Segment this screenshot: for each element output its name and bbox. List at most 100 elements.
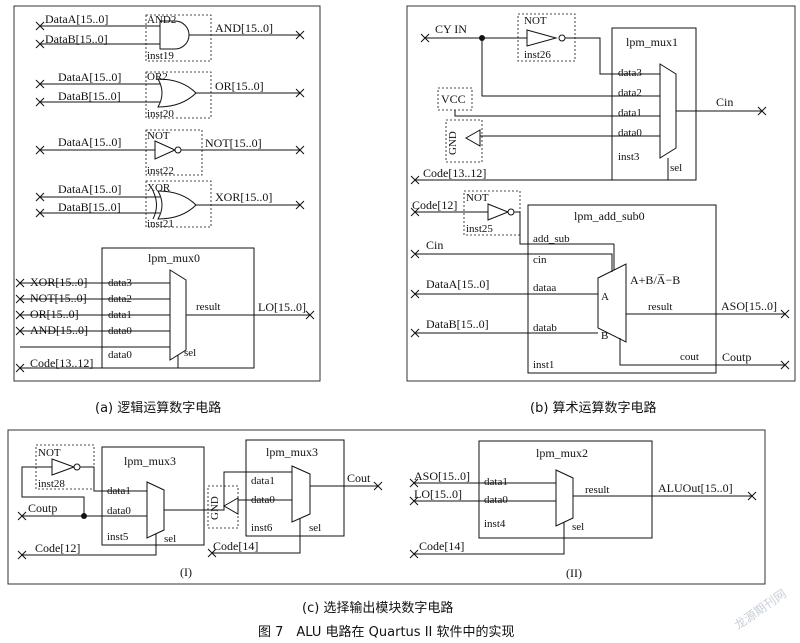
mux2-inst: inst4 (484, 518, 506, 530)
and-gate-block: DataA[15..0] DataB[15..0] AND2 inst19 AN… (40, 12, 300, 62)
mux3a-trapezoid (146, 481, 165, 539)
xor-input-a: DataA[15..0] (58, 182, 121, 196)
mux2-in-lo: LO[15..0] (414, 487, 462, 501)
mux0-port-data0: data0 (108, 325, 132, 337)
or-gate-block: DataA[15..0] DataB[15..0] OR2 inst20 OR[… (40, 70, 300, 120)
gnd-c-symbol (222, 497, 239, 515)
dataa-input: DataA[15..0] (426, 277, 489, 291)
panel-a-caption: (a) 逻辑运算数字电路 (95, 400, 221, 416)
mux1-sel: sel (670, 162, 682, 174)
coutp-input-c: Coutp (28, 501, 57, 515)
mux0-port-data1: data1 (108, 309, 132, 321)
mux2-in-aso: ASO[15..0] (414, 469, 470, 483)
vcc-label: VCC (441, 92, 466, 106)
or-output: OR[15..0] (215, 79, 264, 93)
and-input-a: DataA[15..0] (45, 12, 108, 26)
adder-result: result (648, 301, 672, 313)
and-input-b: DataB[15..0] (45, 32, 108, 46)
adder-port-dataa: dataa (533, 282, 556, 294)
coutp-junction (81, 513, 87, 519)
not-input: DataA[15..0] (58, 135, 121, 149)
panel-a-frame (13, 5, 321, 382)
gnd-c-label: GND (209, 496, 221, 520)
cout-output: Cout (347, 471, 371, 485)
and-gate-type: AND2 (147, 14, 176, 26)
sub-label-2: (II) (566, 566, 582, 580)
mux3a-inst: inst5 (107, 531, 129, 543)
gnd-b-symbol (464, 129, 481, 147)
cy-in-label: CY IN (435, 22, 467, 36)
mux3b-inst: inst6 (251, 522, 273, 534)
mux0-trapezoid (169, 269, 187, 361)
adder-cout: cout (680, 351, 699, 363)
mux0-block: lpm_mux0 XOR[15..0] NOT[15..0] OR[15..0]… (15, 247, 315, 373)
xor-input-b: DataB[15..0] (58, 200, 121, 214)
mux1-output: Cin (716, 95, 733, 109)
not25-type: NOT (466, 192, 489, 204)
mux2-trapezoid (555, 469, 574, 527)
mux0-name: lpm_mux0 (148, 251, 200, 265)
or-input-a: DataA[15..0] (58, 70, 121, 84)
panel-c-frame (7, 429, 766, 585)
mux0-in-or: OR[15..0] (30, 307, 79, 321)
mux0-sel-input: Code[13..12] (30, 356, 93, 370)
mux1-port-data0: data0 (618, 127, 642, 139)
code14-b: Code[14] (419, 539, 464, 553)
not25-symbol (487, 203, 510, 221)
code-1312-b: Code[13..12] (423, 166, 486, 180)
mux1-inst: inst3 (618, 151, 640, 163)
panel-a-input-markers (35, 21, 305, 218)
datab-input: DataB[15..0] (426, 317, 489, 331)
xor-gate-type: XOR (147, 182, 171, 194)
mux0-sel: sel (184, 347, 196, 359)
not-gate-block: DataA[15..0] NOT inst22 NOT[15..0] (40, 129, 300, 177)
mux3b-port-data1: data1 (251, 475, 275, 487)
not28-symbol (51, 458, 76, 476)
or-gate-symbol (157, 78, 197, 108)
not25-inst: inst25 (466, 223, 493, 235)
mux3a-sel: sel (164, 533, 176, 545)
mux1-port-data2: data2 (618, 87, 642, 99)
code12-b: Code[12] (412, 198, 457, 212)
adder-b: B (601, 330, 608, 342)
mux2-box (478, 440, 653, 539)
mux2-port-data0: data0 (484, 494, 508, 506)
adder-box (527, 204, 717, 374)
code12-c: Code[12] (35, 541, 80, 555)
coutp-output: Coutp (722, 350, 751, 364)
xor-gate-block: DataA[15..0] DataB[15..0] XOR inst21 XOR… (40, 180, 300, 230)
mux3b-box (245, 439, 345, 537)
xor-output: XOR[15..0] (215, 190, 272, 204)
mux0-in-and: AND[15..0] (30, 323, 88, 337)
adder-trapezoid (597, 263, 627, 343)
not-gate-inst: inst22 (147, 165, 174, 177)
not26-symbol (526, 29, 558, 47)
sub-label-1: (I) (180, 565, 192, 579)
mux1-trapezoid (659, 63, 677, 159)
watermark-text: 龙源期刊网 (732, 587, 789, 633)
mux3b-sel: sel (309, 522, 321, 534)
panel-c-output-select: NOT inst28 lpm_mux3 data1 data0 inst5 se… (7, 429, 766, 585)
mux3b-trapezoid (291, 465, 311, 523)
not-output: NOT[15..0] (205, 136, 262, 150)
mux2-sel: sel (572, 521, 584, 533)
mux3b-name: lpm_mux3 (266, 445, 318, 459)
or-input-b: DataB[15..0] (58, 89, 121, 103)
mux3a-box (101, 446, 205, 546)
figure-caption: 图 7 ALU 电路在 Quartus II 软件中的实现 (258, 624, 515, 640)
mux0-port-data2: data2 (108, 293, 132, 305)
gnd-b-label: GND (447, 131, 459, 155)
mux1-name: lpm_mux1 (626, 35, 678, 49)
aso-output: ASO[15..0] (721, 299, 777, 313)
mux2-port-data1: data1 (484, 476, 508, 488)
xor-gate-symbol (157, 190, 197, 220)
panel-a-logic-circuit: DataA[15..0] DataB[15..0] AND2 inst19 AN… (13, 5, 321, 382)
and-gate-inst: inst19 (147, 50, 174, 62)
adder-port-cin: cin (533, 254, 547, 266)
or-gate-type: OR2 (147, 71, 168, 83)
mux3a-name: lpm_mux3 (124, 454, 176, 468)
adder-formula: A+B/A̅−B (630, 273, 680, 287)
mux2-result: result (585, 484, 609, 496)
mux0-in-not: NOT[15..0] (30, 291, 87, 305)
